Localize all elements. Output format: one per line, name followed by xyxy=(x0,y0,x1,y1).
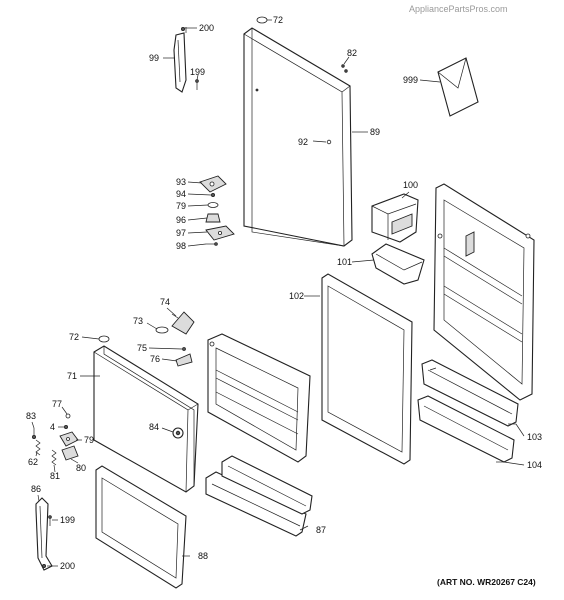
callout-86: 86 xyxy=(31,484,41,494)
part-4-washer[interactable] xyxy=(64,424,69,429)
part-89-fresh-food-door[interactable] xyxy=(243,27,353,247)
callout-87: 87 xyxy=(316,525,326,535)
callout-76: 76 xyxy=(150,354,160,364)
part-79-bushing-top[interactable] xyxy=(207,202,219,208)
part-86-freezer-handle[interactable] xyxy=(35,497,53,571)
callout-100: 100 xyxy=(403,180,418,190)
callout-80: 80 xyxy=(76,463,86,473)
part-door-liner-fresh-food xyxy=(433,183,535,401)
callout-99: 99 xyxy=(149,53,159,63)
callout-83: 83 xyxy=(26,411,36,421)
callout-82: 82 xyxy=(347,48,357,58)
callout-103: 103 xyxy=(527,432,542,442)
callout-199-top: 199 xyxy=(190,67,205,77)
part-71-freezer-door[interactable] xyxy=(93,345,199,493)
part-999-literature[interactable] xyxy=(437,57,479,117)
callout-96: 96 xyxy=(176,215,186,225)
part-83-pin[interactable] xyxy=(32,428,37,439)
callout-4: 4 xyxy=(50,422,55,432)
callout-94: 94 xyxy=(176,189,186,199)
leader-lines xyxy=(31,19,516,567)
part-72-cap-left[interactable] xyxy=(98,335,110,343)
part-104-door-bin[interactable] xyxy=(417,395,515,463)
callout-77: 77 xyxy=(52,399,62,409)
part-92-screw[interactable] xyxy=(326,139,332,145)
callout-72-top: 72 xyxy=(273,15,283,25)
part-74-handle-bracket[interactable] xyxy=(171,311,195,335)
part-73-cover[interactable] xyxy=(155,326,169,334)
part-77-cap[interactable] xyxy=(65,413,71,419)
watermark: AppliancePartsPros.com xyxy=(409,4,508,14)
part-99-handle[interactable] xyxy=(173,32,187,93)
part-101-dairy-bin[interactable] xyxy=(371,243,425,285)
part-100-dairy-door[interactable] xyxy=(371,193,419,243)
callout-98: 98 xyxy=(176,241,186,251)
part-200-screw-top[interactable] xyxy=(180,26,197,33)
callout-200-lower: 200 xyxy=(60,561,75,571)
part-103-door-bin[interactable] xyxy=(421,359,519,427)
callout-102: 102 xyxy=(289,291,304,301)
part-freezer-door-liner xyxy=(207,333,311,463)
callout-104: 104 xyxy=(527,460,542,470)
callout-81: 81 xyxy=(50,471,60,481)
part-94-washer[interactable] xyxy=(210,192,215,197)
part-80-hinge-left[interactable] xyxy=(61,445,79,461)
part-79-bushing-left[interactable] xyxy=(59,431,79,447)
part-199-screw-lower[interactable] xyxy=(48,515,52,526)
callout-62: 62 xyxy=(28,457,38,467)
callout-93: 93 xyxy=(176,177,186,187)
callout-92: 92 xyxy=(298,137,308,147)
callout-97: 97 xyxy=(176,228,186,238)
callout-999: 999 xyxy=(403,75,418,85)
callout-73: 73 xyxy=(133,316,143,326)
part-75-screw[interactable] xyxy=(182,347,186,351)
part-81-spring[interactable] xyxy=(51,449,57,466)
part-72-cap-top[interactable] xyxy=(256,16,268,24)
callout-79-top: 79 xyxy=(176,201,186,211)
part-102-fresh-food-gasket[interactable] xyxy=(321,273,413,465)
art-number: (ART NO. WR20267 C24) xyxy=(437,577,536,587)
part-87-freezer-bin[interactable] xyxy=(205,455,313,537)
callout-88: 88 xyxy=(198,551,208,561)
part-84-lock[interactable] xyxy=(172,427,184,439)
part-93-hinge[interactable] xyxy=(199,175,227,193)
callout-79-left: 79 xyxy=(84,435,94,445)
callout-75: 75 xyxy=(137,343,147,353)
callout-199-lower: 199 xyxy=(60,515,75,525)
callout-89: 89 xyxy=(370,127,380,137)
callout-101: 101 xyxy=(337,257,352,267)
part-200-screw-lower[interactable] xyxy=(42,564,47,569)
callout-200-top: 200 xyxy=(199,23,214,33)
part-76-bracket[interactable] xyxy=(175,353,193,367)
part-98-screw[interactable] xyxy=(206,242,218,246)
callout-72-left: 72 xyxy=(69,332,79,342)
part-199-screw-top[interactable] xyxy=(195,79,199,90)
part-96-bearing[interactable] xyxy=(205,213,221,223)
part-97-hinge-bracket[interactable] xyxy=(205,225,235,241)
part-88-freezer-gasket[interactable] xyxy=(95,465,187,589)
callout-71: 71 xyxy=(67,371,77,381)
callout-74: 74 xyxy=(160,297,170,307)
callout-84: 84 xyxy=(149,422,159,432)
part-82-plugs[interactable] xyxy=(341,64,348,73)
